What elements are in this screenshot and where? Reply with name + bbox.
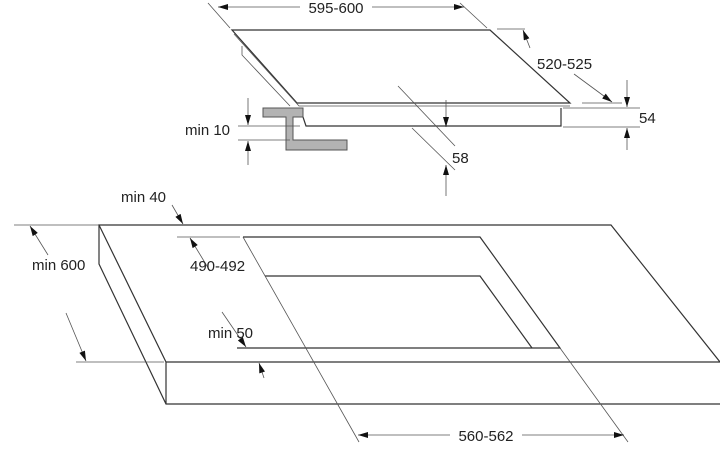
hob-glass-edge: [233, 33, 570, 107]
dimension-back-margin: min 40: [121, 189, 184, 225]
hob-width-label: 595-600: [308, 0, 363, 17]
dimension-countertop-depth: min 600: [14, 224, 164, 363]
countertop-sides: [98, 225, 720, 405]
dimension-cutout-width: 560-562: [358, 428, 624, 445]
dimension-hob-width: 595-600: [207, 0, 488, 29]
cutout-inner: [265, 275, 533, 349]
dimension-cutout-depth: 490-492: [177, 236, 247, 348]
countertop-drawing: [98, 224, 720, 443]
cutout-outer: [237, 236, 562, 349]
hob-glass-top: [230, 29, 572, 104]
hob-depth-label: 520-525: [537, 56, 592, 73]
dimension-hob-depth: 520-525: [497, 28, 622, 104]
dimension-hob-height: 54: [563, 80, 656, 150]
mounting-bracket: [262, 107, 348, 151]
hob-drawing: [230, 29, 572, 151]
countertop-depth-label: min 600: [32, 257, 85, 274]
back-margin-label: min 40: [121, 189, 166, 206]
cutout-depth-label: 490-492: [190, 258, 245, 275]
cutout-width-label: 560-562: [458, 428, 513, 445]
hob-side: [241, 46, 291, 107]
dimension-bracket-clearance: min 10: [185, 98, 300, 165]
hob-body: [299, 107, 562, 127]
countertop-top: [98, 224, 720, 363]
dimension-front-margin: min 50: [208, 325, 266, 379]
dimension-under-clearance: 58: [397, 85, 469, 196]
front-margin-label: min 50: [208, 325, 253, 342]
bracket-clearance-label: min 10: [185, 122, 230, 139]
hob-height-label: 54: [639, 110, 656, 127]
under-clearance-label: 58: [452, 150, 469, 167]
